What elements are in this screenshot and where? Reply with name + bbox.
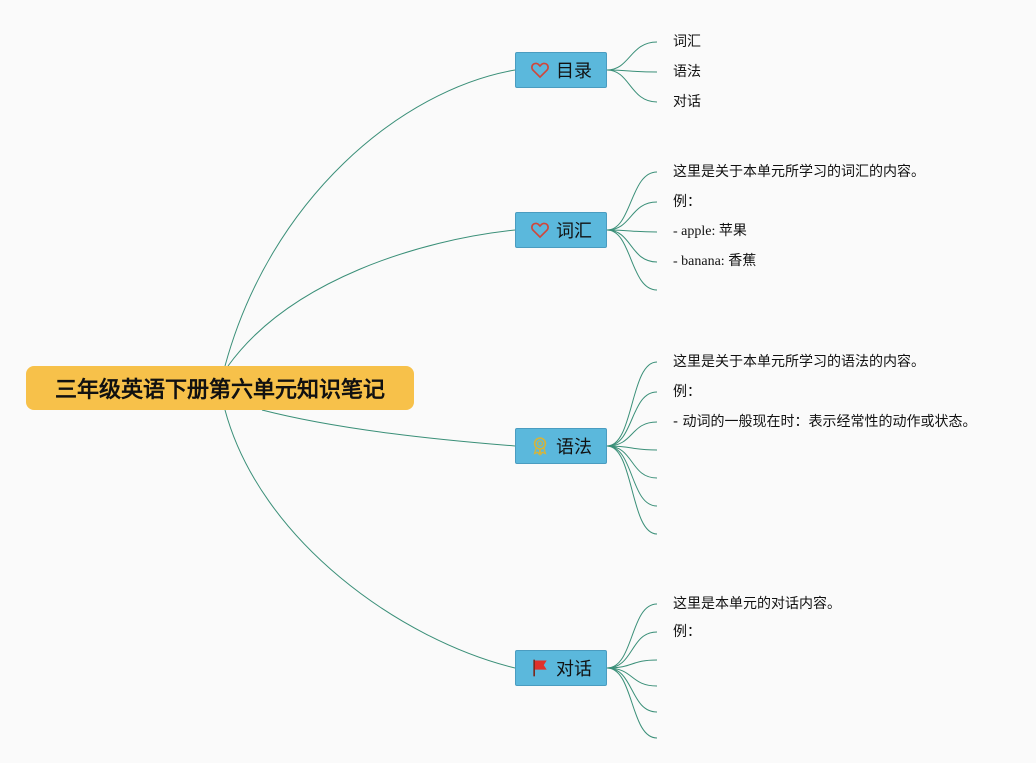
grammar-leaf-line-3	[606, 421, 658, 447]
branch-vocabulary[interactable]: 词汇	[515, 212, 607, 248]
root-topic[interactable]: 三年级英语下册第六单元知识笔记	[26, 366, 414, 410]
vocab-leaf-line-1	[606, 171, 658, 231]
dialog-leaf-line-3	[606, 659, 658, 669]
toc-leaf-line-1	[606, 41, 658, 71]
grammar-leaf-line-5	[606, 445, 658, 479]
branch-toc-label: 目录	[556, 61, 592, 82]
grammar-leaf[interactable]: 例：	[673, 384, 701, 400]
dialog-leaf-line-1	[606, 603, 658, 669]
award-medal-icon	[533, 437, 547, 456]
dialogue-leaf[interactable]: 例：	[673, 624, 701, 640]
grammar-leaf-line-7	[606, 445, 658, 535]
toc-leaf[interactable]: 语法	[673, 64, 701, 80]
vocab-leaf-line-2	[606, 201, 658, 231]
grammar-leaf-line-2	[606, 391, 658, 447]
branch-dialogue[interactable]: 对话	[515, 650, 607, 686]
root-to-branch-dialog-line	[224, 409, 516, 669]
toc-leaf[interactable]: 对话	[673, 94, 701, 110]
branch-grammar-label: 语法	[556, 437, 592, 458]
dialogue-leaf[interactable]: 这里是本单元的对话内容。	[673, 596, 841, 612]
root-to-branch-vocab-line	[227, 229, 516, 367]
heart-icon	[531, 62, 549, 79]
root-topic-label: 三年级英语下册第六单元知识笔记	[54, 378, 385, 403]
vocabulary-leaf[interactable]: - apple: 苹果	[673, 224, 747, 239]
branch-grammar[interactable]: 语法	[515, 428, 607, 464]
branch-vocabulary-label: 词汇	[556, 221, 592, 242]
dialog-leaf-line-5	[606, 667, 658, 713]
dialog-leaf-line-2	[606, 631, 658, 669]
dialog-leaf-line-4	[606, 667, 658, 687]
heart-icon	[531, 222, 549, 239]
vocabulary-leaf[interactable]: - banana: 香蕉	[673, 254, 757, 269]
toc-leaf-line-3	[606, 69, 658, 103]
red-flag-icon	[533, 659, 547, 677]
toc-leaf[interactable]: 词汇	[673, 34, 701, 50]
grammar-leaf[interactable]: 这里是关于本单元所学习的语法的内容。	[673, 354, 925, 370]
vocab-leaf-line-4	[606, 229, 658, 263]
branch-dialogue-label: 对话	[556, 659, 592, 680]
grammar-leaf-line-6	[606, 445, 658, 507]
vocab-leaf-line-3	[606, 229, 658, 233]
dialog-leaf-line-6	[606, 667, 658, 739]
grammar-leaf-line-1	[606, 361, 658, 447]
branch-toc[interactable]: 目录	[515, 52, 607, 88]
toc-leaf-line-2	[606, 69, 658, 73]
root-to-branch-toc-line	[224, 69, 516, 367]
grammar-leaf[interactable]: - 动词的一般现在时：表示经常性的动作或状态。	[673, 414, 977, 430]
root-to-branch-grammar-line	[261, 409, 516, 447]
vocab-leaf-line-5	[606, 229, 658, 291]
vocabulary-leaf[interactable]: 这里是关于本单元所学习的词汇的内容。	[673, 164, 925, 180]
vocabulary-leaf[interactable]: 例：	[673, 194, 701, 210]
